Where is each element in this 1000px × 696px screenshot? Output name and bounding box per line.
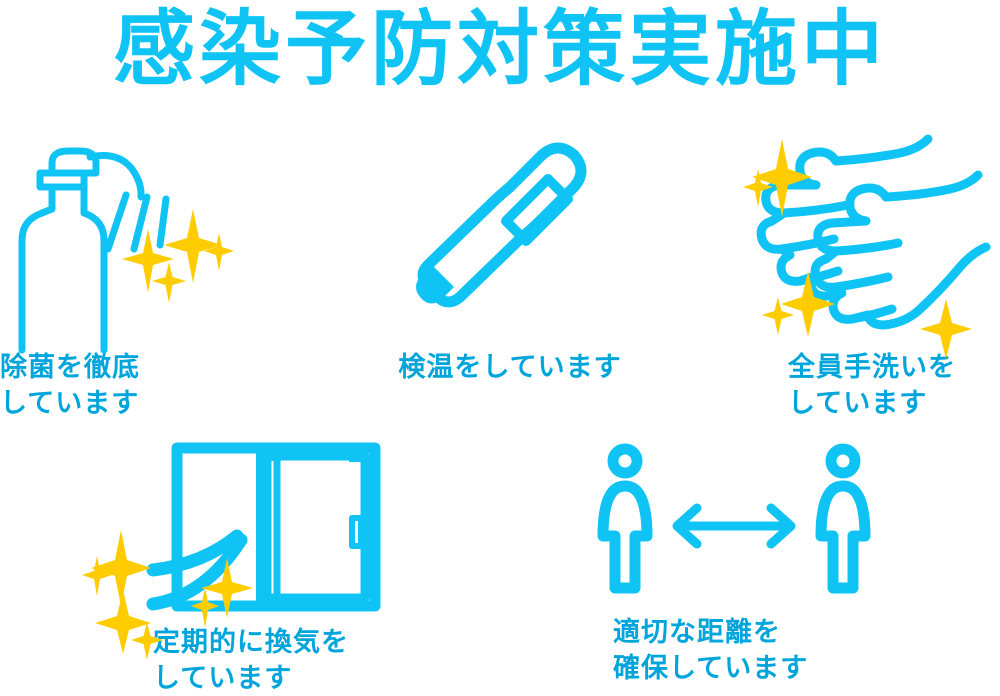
poster-title-band: 感染予防対策実施中 [0,0,1000,100]
caption-ventilation: 定期的に換気を しています [153,627,349,694]
caption-sanitize: 除菌を徹底 しています [0,352,140,419]
item-temperature: 検温をしています [360,125,660,386]
item-ventilation: 定期的に換気を しています [82,440,405,696]
social-distance-icon [585,440,885,615]
spray-bottle-icon [0,125,250,354]
caption-handwash: 全員手洗いを しています [788,352,956,419]
washing-hands-icon [743,125,1000,359]
person-right [815,443,871,594]
thermometer-icon [360,125,660,350]
caption-distance: 適切な距離を 確保しています [613,617,809,684]
item-handwash: 全員手洗いを しています [743,125,1000,421]
poster-title: 感染予防対策実施中 [112,2,887,97]
open-window-icon [82,440,405,660]
distance-arrow [672,503,796,549]
item-sanitize: 除菌を徹底 しています [0,125,250,421]
item-distance: 適切な距離を 確保しています [585,440,885,686]
person-left [597,443,653,594]
caption-temperature: 検温をしています [398,352,622,383]
